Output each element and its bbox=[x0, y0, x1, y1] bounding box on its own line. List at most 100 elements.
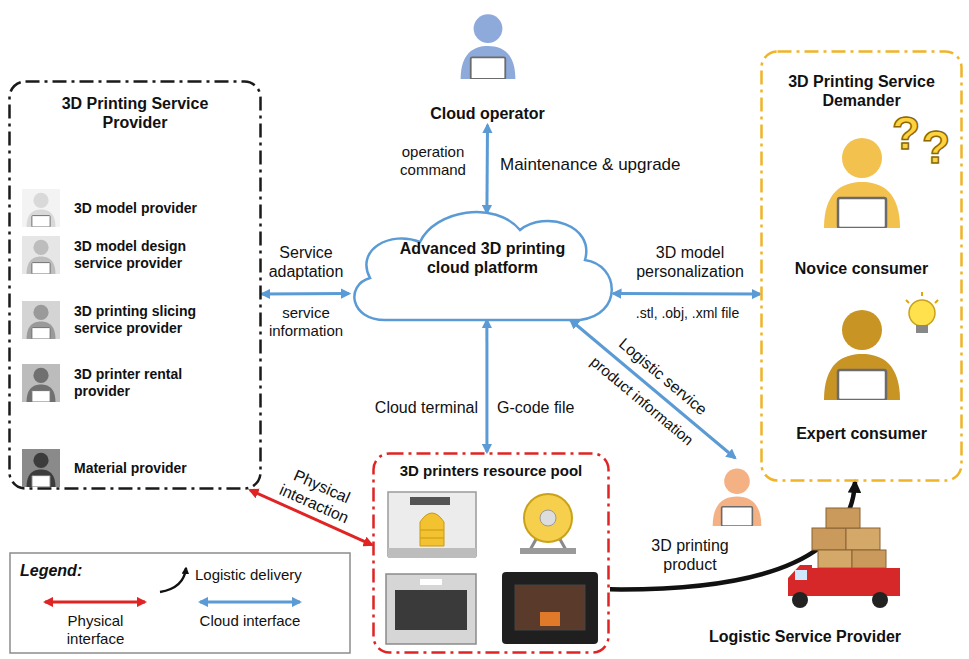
question-mark: ? bbox=[886, 110, 926, 156]
person-icon-part bbox=[32, 391, 50, 402]
filament-spool-part bbox=[540, 510, 556, 526]
person-icon-part bbox=[22, 364, 60, 402]
label-slot: Legend: bbox=[20, 561, 110, 580]
legend-box-part bbox=[160, 568, 186, 592]
flow-note: service information bbox=[262, 304, 350, 340]
printer-photo-part bbox=[386, 574, 476, 644]
cloud-platform: Advanced 3D printing cloud platform bbox=[345, 200, 620, 330]
person-icon bbox=[22, 189, 60, 227]
question-mark: ? bbox=[916, 124, 956, 170]
provider-item: 3D model provider bbox=[16, 185, 254, 231]
person-icon-part bbox=[22, 449, 60, 487]
printer-photo-part bbox=[420, 579, 442, 585]
label-slot: 3D model personalization bbox=[620, 243, 760, 281]
person-icon-part bbox=[27, 210, 56, 227]
label-slot: ? bbox=[886, 110, 926, 156]
label-slot: 3D printing product bbox=[638, 536, 742, 574]
person-icon-part bbox=[722, 507, 753, 526]
item-text: 3D printer rental provider bbox=[74, 366, 234, 400]
delivery-truck-part bbox=[852, 550, 886, 568]
item-text: 3D model provider bbox=[74, 200, 234, 217]
person-icon bbox=[812, 300, 912, 400]
provider-item: Material provider bbox=[16, 445, 254, 491]
person-icon-part bbox=[27, 257, 56, 274]
person-icon-part bbox=[33, 240, 48, 255]
person-icon-part bbox=[33, 305, 48, 320]
label-slot: operation command bbox=[388, 143, 478, 179]
item-text: 3D model design service provider bbox=[74, 238, 234, 272]
person-icon-part bbox=[842, 310, 882, 350]
label-slot: ? bbox=[916, 124, 956, 170]
person-icon-part bbox=[824, 182, 900, 228]
person-icon bbox=[705, 462, 769, 526]
person-icon-part bbox=[838, 370, 886, 400]
legend-box bbox=[10, 553, 350, 653]
light-bulb bbox=[906, 292, 938, 333]
legend-text: Cloud interface bbox=[190, 612, 310, 630]
person-icon-part bbox=[27, 385, 56, 402]
file-format-note: G-code file bbox=[497, 398, 607, 417]
person-icon-part bbox=[32, 263, 50, 274]
person-icon bbox=[22, 449, 60, 487]
person-icon bbox=[452, 7, 524, 79]
cloud-interface bbox=[571, 320, 736, 458]
edge-label: 3D model personalization bbox=[620, 243, 760, 281]
person-icon-part bbox=[824, 354, 900, 400]
provider-item: 3D printer rental provider bbox=[16, 360, 254, 406]
person-icon-part bbox=[473, 14, 502, 43]
legend-box-part bbox=[10, 553, 350, 653]
group-outline bbox=[372, 452, 610, 654]
edge-label: Service adaptation bbox=[262, 243, 350, 281]
printer-photo-part bbox=[420, 538, 444, 539]
group-outline bbox=[8, 80, 262, 490]
group-outline-part bbox=[374, 454, 609, 653]
person-icon-part bbox=[22, 189, 60, 227]
group-title: 3D printers resource pool bbox=[381, 452, 601, 480]
person-icon-part bbox=[842, 138, 882, 178]
label-slot: .stl, .obj, .xml file bbox=[615, 305, 760, 322]
cloud-interface bbox=[613, 292, 760, 295]
group-outline-part bbox=[10, 82, 261, 489]
delivery-truck-part bbox=[826, 508, 860, 528]
person-icon-part bbox=[22, 236, 60, 274]
person-icon-part bbox=[724, 468, 750, 494]
item-text: 3D printing slicing service provider bbox=[74, 303, 234, 337]
legend-text: Physical interface bbox=[38, 612, 153, 648]
person-icon-part bbox=[838, 198, 886, 228]
printer-photo-part bbox=[420, 513, 444, 546]
edge-label: Cloud terminal bbox=[355, 398, 478, 417]
printer-photo bbox=[386, 574, 476, 644]
provider-group: 3D Printing Service Provider3D model pro… bbox=[8, 80, 262, 490]
label-slot: service information bbox=[262, 304, 350, 340]
printer-photo-part bbox=[410, 497, 450, 505]
item-text: Material provider bbox=[74, 460, 234, 477]
printer-photo-part bbox=[502, 572, 598, 644]
legend-box-part bbox=[45, 601, 145, 604]
delivery-truck-part bbox=[812, 528, 846, 550]
cloud-shape-part bbox=[354, 212, 611, 320]
filament-spool bbox=[520, 494, 576, 554]
actor-name: Cloud operator bbox=[403, 104, 573, 125]
edge-label: Maintenance & upgrade bbox=[500, 155, 710, 175]
person-icon-part bbox=[27, 470, 56, 487]
label-slot: Service adaptation bbox=[262, 243, 350, 281]
delivery-truck bbox=[788, 508, 900, 608]
label-slot: Physical interaction bbox=[269, 459, 367, 531]
resource-pool: 3D printers resource pool bbox=[372, 452, 610, 654]
light-bulb-part bbox=[921, 292, 923, 296]
person-icon-part bbox=[460, 46, 515, 79]
cloud-interface bbox=[485, 320, 488, 452]
printer-photo-part bbox=[540, 612, 560, 626]
person-icon-part bbox=[33, 453, 48, 468]
person-icon bbox=[22, 236, 60, 274]
edge-label: 3D printing product bbox=[638, 536, 742, 574]
person-icon-part bbox=[33, 193, 48, 208]
legend-title: Legend: bbox=[20, 561, 110, 580]
person-icon-part bbox=[22, 301, 60, 339]
person-icon bbox=[22, 364, 60, 402]
printer-photo-part bbox=[395, 590, 467, 630]
printer-photo-part bbox=[515, 585, 585, 630]
filament-spool-part bbox=[520, 548, 576, 554]
label-slot: G-code file bbox=[497, 398, 607, 417]
actor-name: Novice consumer bbox=[772, 259, 952, 280]
